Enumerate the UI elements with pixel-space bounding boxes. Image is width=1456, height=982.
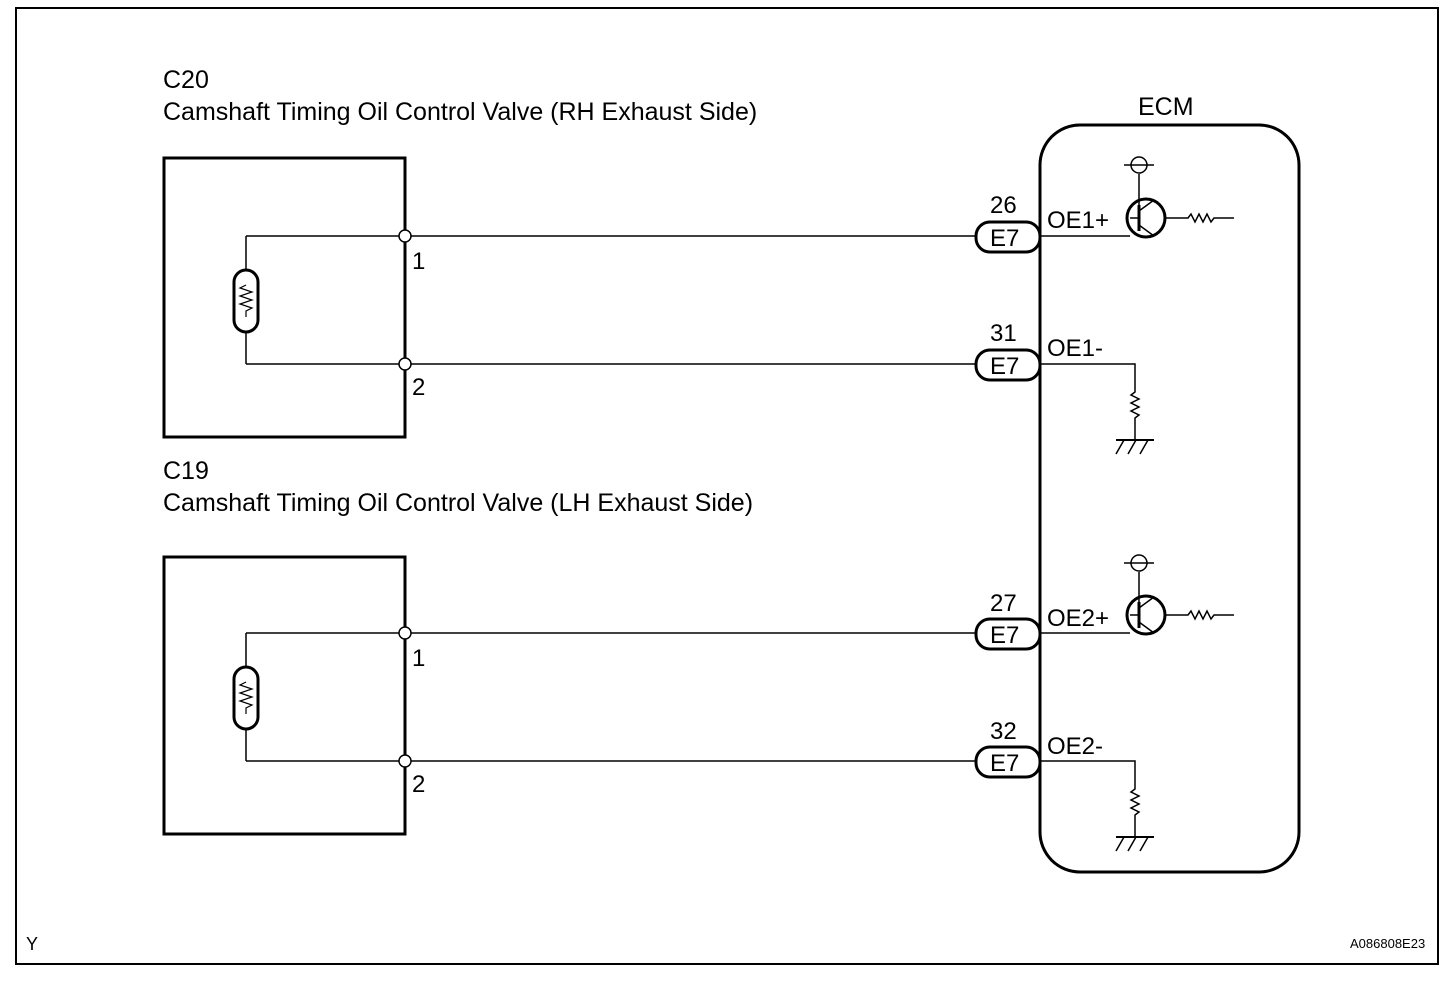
oe1-driver-transistor [1040, 156, 1234, 239]
connector-badge [974, 617, 1042, 651]
ecm-terminal-32: 32 E7 OE2- [974, 718, 1103, 779]
connector-badge [974, 220, 1042, 254]
c19-pin2-node [398, 754, 412, 768]
terminal-number: 27 [990, 590, 1017, 617]
c20-name: Camshaft Timing Oil Control Valve (RH Ex… [163, 98, 757, 126]
c20-pin1-label: 1 [412, 248, 425, 275]
c20-pin2-node [398, 357, 412, 371]
c20-pin2-label: 2 [412, 374, 425, 401]
c19-solenoid-coil [232, 632, 405, 762]
ecm-terminal-27: 27 E7 OE2+ [974, 590, 1109, 651]
terminal-number: 31 [990, 320, 1017, 347]
corner-mark: Y [26, 934, 38, 954]
oe2-ground-resistor [1040, 760, 1154, 852]
connector-badge [974, 348, 1042, 382]
terminal-number: 26 [990, 192, 1017, 219]
c20-valve-box [162, 156, 407, 439]
c19-name: Camshaft Timing Oil Control Valve (LH Ex… [163, 489, 753, 517]
ecm-terminal-26: 26 E7 OE1+ [974, 192, 1109, 254]
figure-id: A086808E23 [1350, 936, 1425, 951]
ecm-terminal-31: 31 E7 OE1- [974, 320, 1103, 382]
diagram-frame [15, 7, 1439, 965]
signal-name: OE1+ [1047, 207, 1109, 234]
connector-code: E7 [990, 622, 1019, 649]
signal-name: OE2- [1047, 733, 1103, 760]
c19-pin1-label: 1 [412, 645, 425, 672]
oe2-driver-transistor [1040, 554, 1234, 636]
connector-code: E7 [990, 750, 1019, 777]
oe1-ground-resistor [1040, 363, 1154, 455]
c20-solenoid-coil [232, 235, 405, 365]
signal-name: OE1- [1047, 335, 1103, 362]
ecm-title: ECM [1138, 93, 1194, 121]
c19-pin2-label: 2 [412, 771, 425, 798]
c19-code: C19 [163, 457, 209, 485]
connector-badge [974, 745, 1042, 779]
c19-valve-box [162, 555, 407, 836]
c20-code: C20 [163, 66, 209, 94]
c20-pin1-node [398, 229, 412, 243]
connector-code: E7 [990, 225, 1019, 252]
signal-name: OE2+ [1047, 605, 1109, 632]
c19-pin1-node [398, 626, 412, 640]
connector-code: E7 [990, 353, 1019, 380]
terminal-number: 32 [990, 718, 1017, 745]
ecm-box [1038, 123, 1301, 874]
